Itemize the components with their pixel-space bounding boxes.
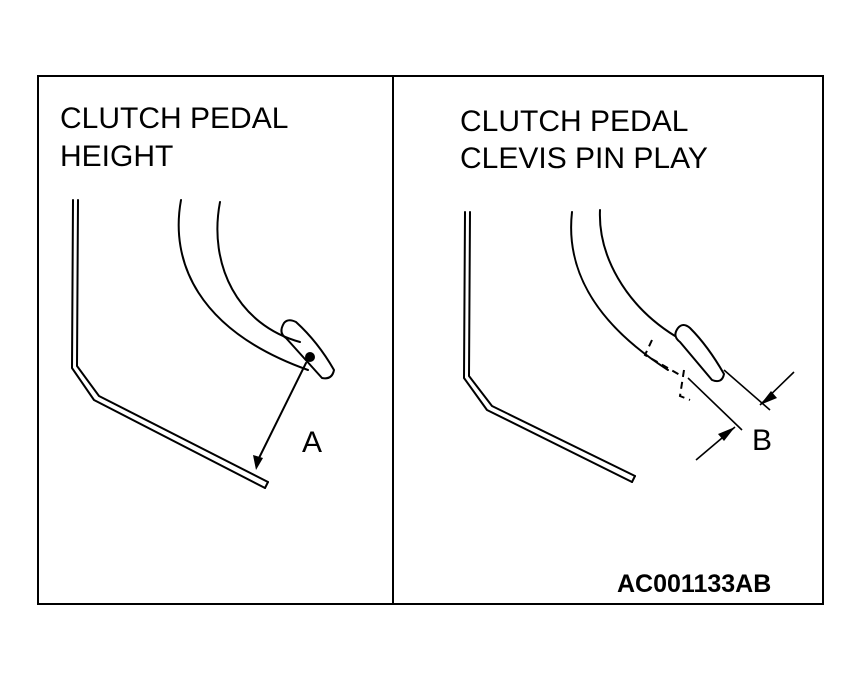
dimension-arrowhead-b-upper bbox=[760, 391, 777, 405]
pedal-free-play-outline bbox=[643, 339, 691, 401]
pedal-pad-right bbox=[674, 324, 725, 383]
left-panel-title-line1: CLUTCH PEDAL bbox=[60, 102, 288, 135]
right-panel-title-line1: CLUTCH PEDAL bbox=[460, 105, 688, 138]
pedal-arm-left bbox=[177, 199, 309, 371]
dimension-b bbox=[687, 369, 795, 461]
floor-panel-left bbox=[71, 199, 269, 489]
dimension-a bbox=[253, 362, 307, 470]
dimension-arrowhead-b-lower bbox=[718, 427, 735, 441]
left-panel: CLUTCH PEDAL HEIGHT A bbox=[60, 102, 335, 489]
pedal-pad-left bbox=[280, 319, 335, 380]
right-panel-title-line2: CLEVIS PIN PLAY bbox=[460, 142, 708, 175]
figure-code: AC001133AB bbox=[617, 570, 771, 598]
dimension-label-a: A bbox=[302, 426, 322, 459]
pedal-arm-right bbox=[570, 209, 676, 371]
dimension-label-b: B bbox=[752, 424, 772, 457]
diagram-frame bbox=[37, 75, 824, 605]
measurement-point-dot bbox=[305, 352, 315, 362]
dimension-arrowhead-a bbox=[253, 455, 263, 470]
left-panel-title-line2: HEIGHT bbox=[60, 140, 173, 173]
floor-panel-right bbox=[463, 211, 636, 483]
right-panel: CLUTCH PEDAL CLEVIS PIN PLAY bbox=[460, 105, 795, 598]
